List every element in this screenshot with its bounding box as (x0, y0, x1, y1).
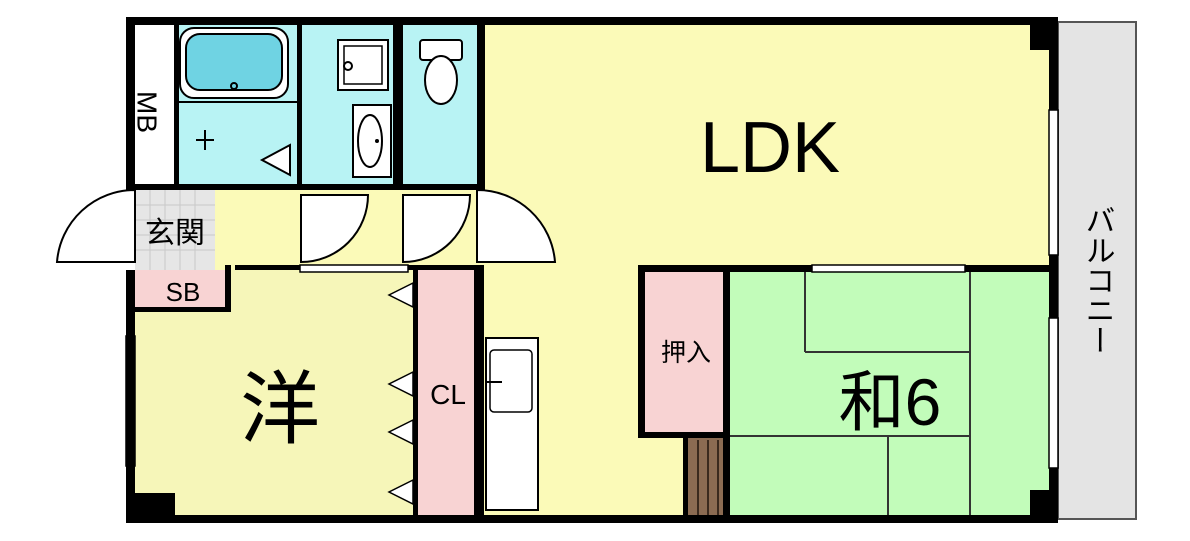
meter-box-label: MB (132, 91, 163, 133)
washitsu (730, 270, 1058, 519)
balcony (1057, 21, 1137, 520)
washer-pan-icon (337, 39, 389, 91)
washitsu-label: 和6 (839, 365, 942, 439)
toilet-icon (419, 39, 463, 105)
door-swings (55, 188, 557, 264)
walls (126, 17, 1058, 523)
faucet-icon (196, 130, 214, 150)
oshiire-label: 押入 (661, 339, 711, 367)
meter-box (135, 22, 178, 184)
shoebox (135, 270, 230, 308)
genkan (135, 190, 215, 270)
closet-label: CL (430, 379, 466, 410)
ldk-label: LDK (700, 108, 840, 188)
tatami-lines (730, 270, 971, 519)
closet (417, 270, 477, 519)
wash-basin-icon (352, 104, 392, 178)
oshiire (645, 270, 725, 435)
bathtub-icon (179, 27, 289, 99)
genkan-label: 玄関 (145, 217, 205, 250)
shoebox-label: SB (166, 277, 201, 307)
kitchen-sink-icon (485, 337, 539, 511)
balcony-label: バルコニー (1081, 205, 1114, 355)
western-label: 洋 (240, 365, 320, 454)
